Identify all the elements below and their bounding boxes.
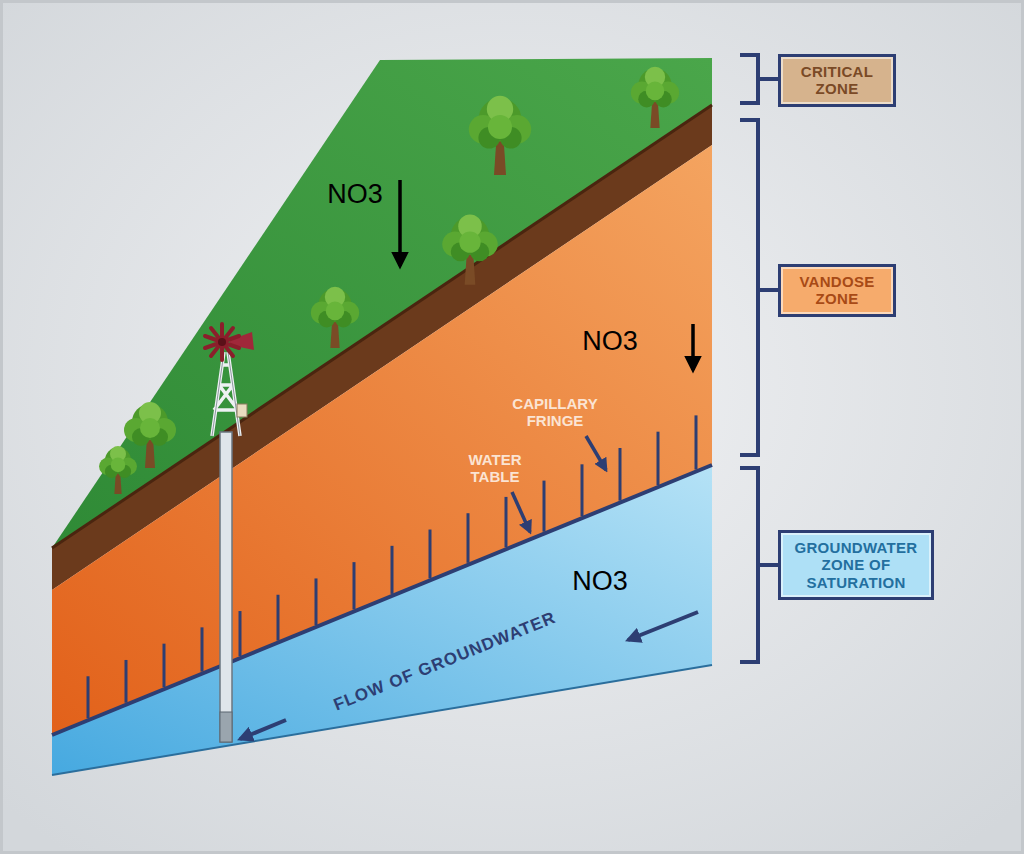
tree	[124, 402, 176, 468]
capillary-tick	[163, 644, 166, 688]
zone-label: VANDOSE ZONE	[791, 273, 883, 308]
capillary-tick	[657, 432, 660, 485]
windmill-box	[237, 404, 247, 417]
capillary-tick	[467, 513, 470, 563]
capillary-tick	[315, 578, 318, 625]
capillary-ticks	[88, 415, 696, 718]
zone-label: CRITICAL ZONE	[791, 63, 883, 98]
capillary-tick	[695, 415, 698, 469]
windmill-tower	[212, 352, 240, 436]
zone-label: GROUNDWATER ZONE OF SATURATION	[791, 539, 921, 591]
zone-label-box: CRITICAL ZONE	[778, 54, 896, 107]
capillary-tick	[543, 481, 546, 532]
tree	[99, 446, 137, 494]
windmill-rotor	[205, 324, 239, 360]
flow-arrow	[240, 720, 286, 739]
capillary-tick	[429, 530, 432, 579]
zone-label-box: GROUNDWATER ZONE OF SATURATION	[778, 530, 934, 600]
capillary-tick	[505, 497, 508, 547]
callout-label: CAPILLARY FRINGE	[503, 396, 607, 429]
well-pipe	[220, 432, 232, 742]
nitrate-arrow	[691, 324, 695, 370]
capillary-tick	[87, 676, 90, 718]
tree	[311, 287, 359, 348]
nitrate-arrow	[398, 180, 402, 266]
trees	[99, 67, 679, 494]
zone-label-box: VANDOSE ZONE	[778, 264, 896, 317]
capillary-tick	[619, 448, 622, 501]
capillary-tick	[581, 464, 584, 516]
capillary-tick	[201, 627, 204, 671]
well-screen	[220, 712, 232, 742]
callout-arrow	[512, 492, 530, 532]
zone-bracket	[740, 55, 778, 103]
capillary-tick	[277, 595, 280, 641]
windmill-well	[205, 324, 254, 742]
capillary-tick	[239, 611, 242, 656]
capillary-tick	[353, 562, 356, 609]
flow-label: FLOW OF GROUNDWATER	[331, 609, 558, 715]
tree	[442, 214, 497, 284]
tree	[631, 67, 679, 128]
callout-arrow	[586, 436, 606, 470]
water-table-line	[52, 465, 712, 735]
groundwater-face	[52, 465, 712, 775]
capillary-tick	[125, 660, 128, 703]
tree	[469, 96, 531, 175]
nitrate-label: NO3	[582, 327, 638, 357]
zone-bracket	[740, 468, 778, 662]
flow-arrow	[628, 612, 698, 640]
capillary-tick	[391, 546, 394, 594]
windmill-tower-edge	[212, 352, 240, 436]
nitrate-label: NO3	[327, 180, 383, 210]
nitrate-label: NO3	[572, 567, 628, 597]
callout-label: WATER TABLE	[458, 452, 532, 485]
zone-bracket	[740, 120, 778, 455]
windmill-hub	[218, 338, 226, 346]
